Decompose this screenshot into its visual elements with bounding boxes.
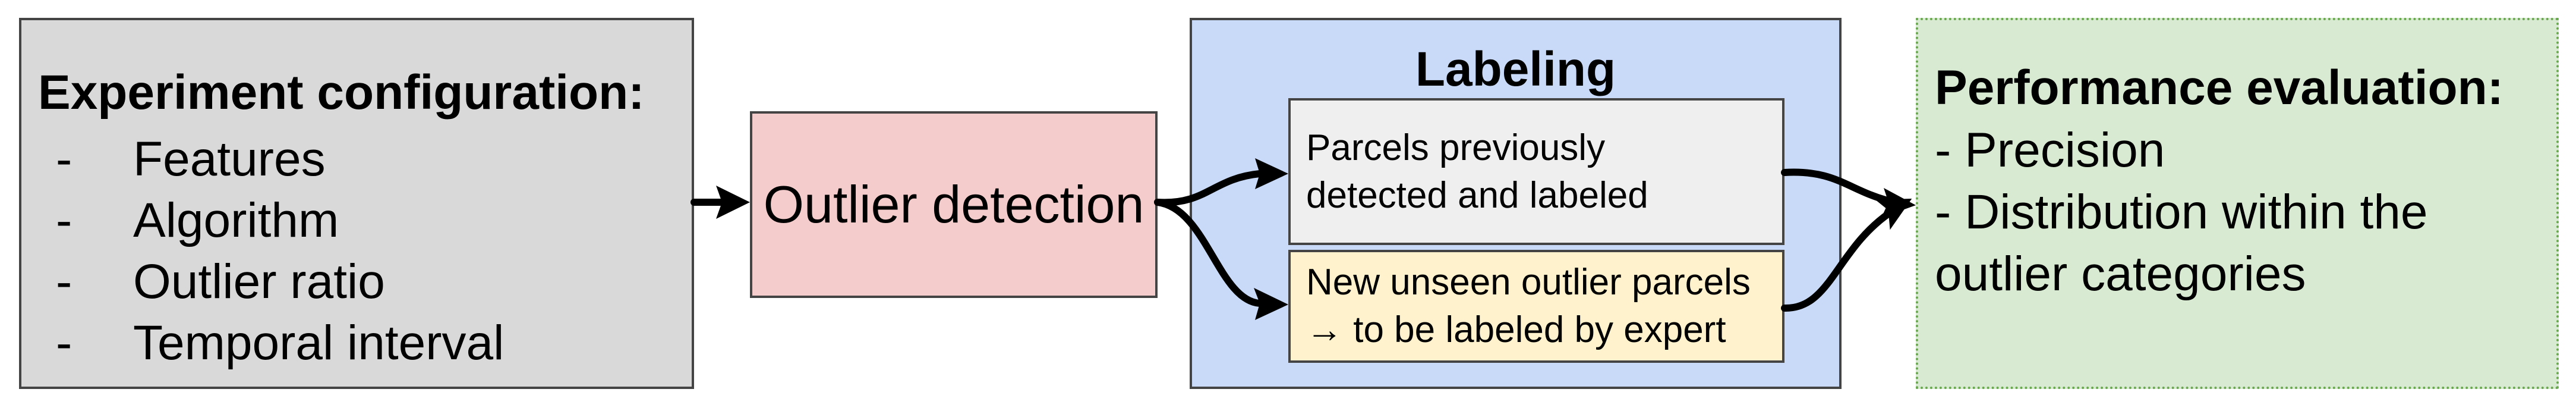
previously-labeled-line1: Parcels previously <box>1306 127 1606 168</box>
arrow-previous-to-performance <box>1781 168 1893 205</box>
previously-labeled-line2: detected and labeled <box>1306 174 1648 216</box>
arrow-detection-to-new <box>1154 199 1263 307</box>
list-item: -Outlier ratio <box>56 255 385 309</box>
experiment-configuration-title: Experiment configuration: <box>38 65 645 120</box>
experiment-configuration-box: Experiment configuration: -Features -Alg… <box>19 18 694 389</box>
list-item: -Algorithm <box>56 193 339 247</box>
performance-evaluation-box: Performance evaluation: - Precision - Di… <box>1916 18 2559 389</box>
performance-line: outlier categories <box>1935 247 2306 301</box>
performance-line: - Distribution within the <box>1935 185 2428 239</box>
arrow-new-to-performance <box>1781 209 1893 312</box>
arrowhead <box>1255 158 1288 189</box>
performance-line: - Precision <box>1935 123 2165 177</box>
arrowhead <box>716 186 750 219</box>
labeling-title: Labeling <box>1415 42 1616 96</box>
experiment-configuration-list: -Features -Algorithm -Outlier ratio -Tem… <box>56 128 504 374</box>
new-unseen-line1: New unseen outlier parcels <box>1306 262 1751 303</box>
outlier-detection-label: Outlier detection <box>763 175 1144 234</box>
new-unseen-box: New unseen outlier parcels → to be label… <box>1288 250 1784 363</box>
list-item: -Temporal interval <box>56 316 505 370</box>
outlier-detection-box: Outlier detection <box>750 111 1158 298</box>
previously-labeled-box: Parcels previously detected and labeled <box>1288 98 1784 245</box>
new-unseen-line2: → to be labeled by expert <box>1306 309 1726 350</box>
arrowhead <box>1254 288 1288 320</box>
performance-evaluation-title: Performance evaluation: <box>1935 61 2504 115</box>
list-item: -Features <box>56 132 326 186</box>
arrowhead <box>1875 198 1912 230</box>
arrow-detection-to-previous <box>1154 170 1263 206</box>
